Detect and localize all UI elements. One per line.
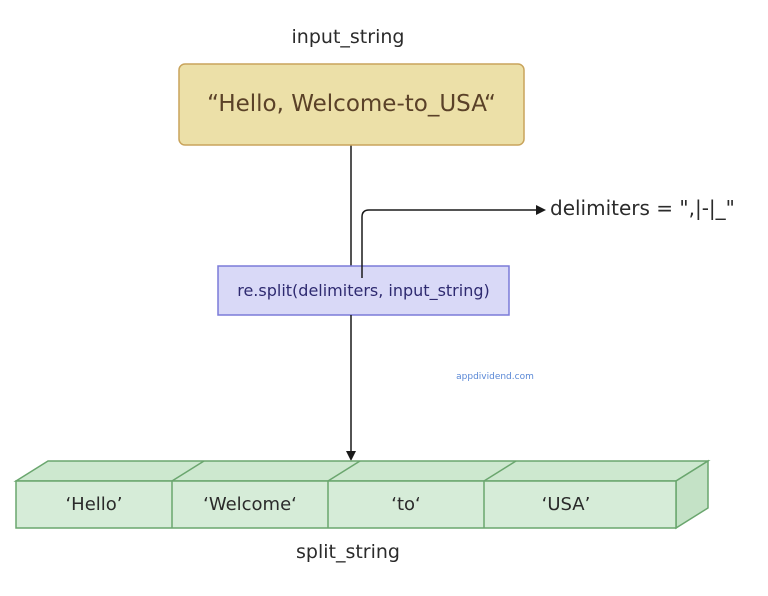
connector-function-to-delimiters	[361, 205, 546, 278]
watermark-text: appdividend.com	[456, 372, 534, 382]
array-top-divider	[483, 460, 517, 482]
function-box	[217, 265, 510, 316]
array-cell-usa: ‘USA’	[541, 494, 591, 515]
array-top-divider	[327, 460, 361, 482]
split-string-label: split_string	[295, 541, 400, 563]
array-cell-hello: ‘Hello’	[65, 494, 123, 515]
delimiters-label: delimiters = ",|-|_"	[550, 196, 735, 220]
array-top-face	[13, 460, 711, 482]
array-cell-to: ‘to‘	[391, 494, 421, 515]
function-call-label: re.split(delimiters, input_string)	[237, 281, 490, 300]
array-front-face	[15, 480, 677, 529]
input-string-box	[178, 63, 525, 146]
array-cell-welcome: ‘Welcome‘	[203, 494, 297, 515]
array-top-divider	[171, 460, 205, 482]
input-string-value: “Hello, Welcome-to_USA“	[207, 91, 496, 117]
input-string-label: input_string	[291, 26, 405, 48]
